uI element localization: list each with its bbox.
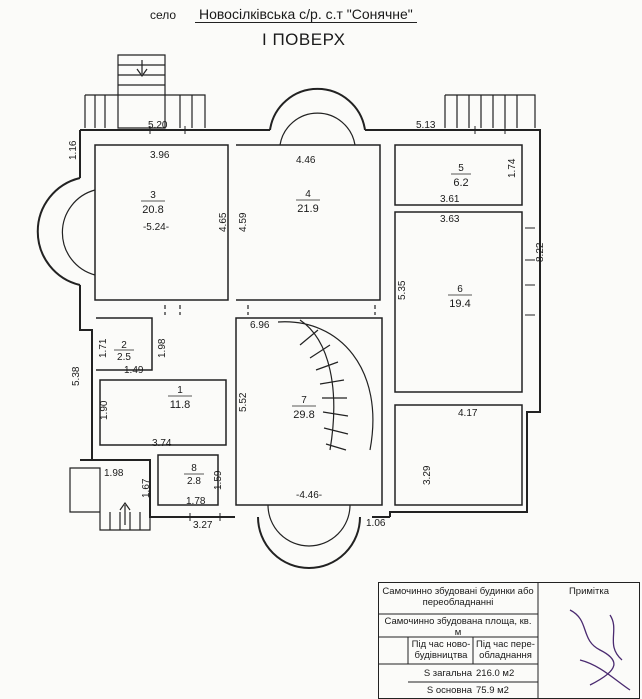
dim-label: 5.13: [416, 120, 436, 131]
room-number: 3: [150, 190, 156, 201]
floor-title: І ПОВЕРХ: [262, 30, 346, 49]
room-number: 2: [121, 340, 127, 351]
bay-top: [269, 87, 366, 131]
spiral-stairs: [277, 319, 374, 451]
room-area: 19.4: [449, 298, 470, 310]
bay-top-inner: [279, 112, 356, 146]
dim-label: 3.74: [152, 438, 172, 449]
dim-label: 3.63: [440, 214, 460, 225]
room-area: 6.2: [453, 177, 468, 189]
room-4: 4 21.9: [296, 189, 320, 215]
room-5: 5 6.2: [451, 163, 471, 189]
arrow-up-icon: [119, 501, 131, 525]
room-7: 7 29.8: [292, 395, 316, 421]
arrow-down-icon: [136, 60, 148, 78]
village-label: село: [150, 8, 177, 22]
dim-label: 1.49: [124, 365, 144, 376]
dim-label: 1.71: [98, 338, 109, 358]
room-area: 21.9: [297, 203, 318, 215]
room-number: 1: [177, 385, 183, 396]
row1-label: S загальна: [423, 668, 472, 679]
dim-label: 3.96: [150, 150, 170, 161]
dim-label: 1.16: [68, 140, 79, 160]
row2-label: S основна: [426, 685, 472, 696]
handwritten-signature: [569, 609, 631, 691]
room-number: 8: [191, 463, 197, 474]
dimension-labels: 5.20 3.96 1.16 4.46 5.13 1.74 3.61 3.63 …: [68, 120, 546, 531]
windows: [149, 126, 535, 521]
room-area: 29.8: [293, 409, 314, 421]
dim-label: 4.65: [218, 212, 229, 232]
dim-label: 1.78: [186, 496, 206, 507]
room-3: 3 20.8 -5.24-: [141, 190, 169, 233]
room-number: 4: [305, 189, 311, 200]
dim-label: 1.67: [141, 478, 152, 498]
room-6: 6 19.4: [448, 284, 472, 310]
stairs-top: [84, 54, 206, 129]
table-sub-a: Під час ново-будівництва: [411, 639, 471, 661]
dim-label: 5.38: [71, 366, 82, 386]
row1-value: 216.0 м2: [476, 668, 515, 679]
room-8: 8 2.8: [184, 463, 204, 487]
dim-label: 8.22: [535, 242, 546, 262]
room-area: 2.5: [117, 352, 131, 363]
table-sub-b: Під час пере-обладнання: [476, 639, 535, 661]
dim-label: 1.98: [104, 468, 124, 479]
room-extra: -5.24-: [143, 222, 169, 233]
dim-label: 4.46: [296, 155, 316, 166]
outer-wall: [79, 129, 541, 518]
table-header-note: Примітка: [568, 586, 610, 597]
room-area: 2.8: [187, 476, 201, 487]
dim-label: 1.59: [213, 470, 224, 490]
table-subheader: Самочинно збудована площа, кв. м: [384, 616, 532, 638]
room-area: 11.8: [170, 399, 191, 411]
dim-label: 3.29: [422, 465, 433, 485]
stairs-top-right: [444, 94, 536, 128]
dim-label: 5.20: [148, 120, 168, 131]
dim-label: 1.06: [366, 518, 386, 529]
dim-label: 1.90: [99, 400, 110, 420]
inner-line: [94, 144, 523, 506]
dim-label: 1.74: [507, 158, 518, 178]
room-area: 20.8: [142, 204, 163, 216]
bay-bottom-inner: [267, 504, 351, 547]
table-header-main: Самочинно збудовані будинки або переобла…: [382, 586, 534, 608]
village-value: Новосілківська с/р. с.т "Сонячне": [195, 6, 417, 23]
entrance: [69, 467, 151, 531]
room-1: 1 11.8: [168, 385, 192, 411]
room-2: 2 2.5: [114, 340, 134, 363]
door-dashes: [164, 305, 376, 315]
room-number: 7: [301, 395, 307, 406]
dim-label: -4.46-: [296, 490, 322, 501]
dim-label: 4.17: [458, 408, 478, 419]
dim-label: 4.59: [238, 212, 249, 232]
bay-left-inner: [61, 189, 96, 276]
room-number: 6: [457, 284, 463, 295]
dim-label: 5.52: [238, 392, 249, 412]
dim-label: 5.35: [397, 280, 408, 300]
area-table: Самочинно збудовані будинки або переобла…: [378, 582, 640, 699]
bay-bottom: [257, 516, 361, 569]
dim-label: 1.98: [157, 338, 168, 358]
dim-label: 6.96: [250, 320, 270, 331]
dim-label: 3.61: [440, 194, 460, 205]
bay-left: [36, 177, 81, 286]
room-number: 5: [458, 163, 464, 174]
dim-label: 3.27: [193, 520, 213, 531]
row2-value: 75.9 м2: [476, 685, 509, 696]
